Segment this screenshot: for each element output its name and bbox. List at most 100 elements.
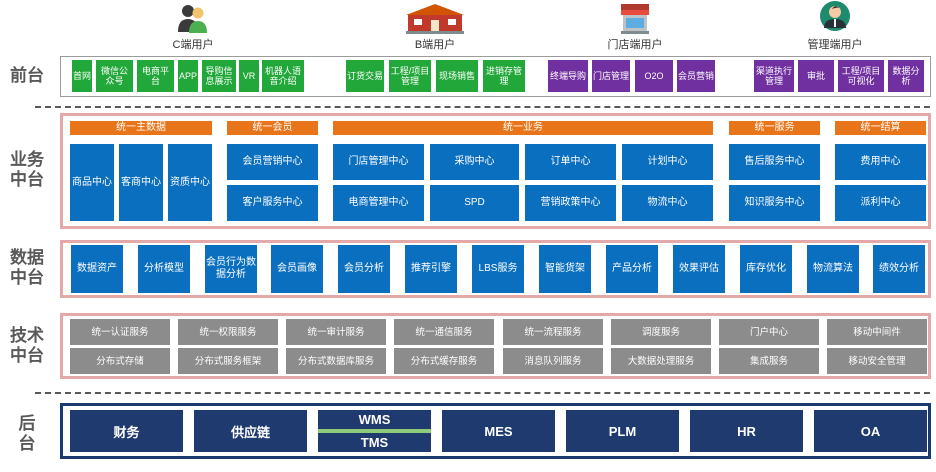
biz-card[interactable]: 采购中心 xyxy=(430,144,519,180)
wms-tms-block[interactable]: WMS TMS xyxy=(318,410,431,452)
people-icon xyxy=(178,5,207,33)
user-c: C端用户 xyxy=(158,2,228,52)
tech-card[interactable]: 统一通信服务 xyxy=(394,319,494,345)
data-card[interactable]: 效果评估 xyxy=(673,245,725,293)
tech-card[interactable]: 移动安全管理 xyxy=(827,348,927,374)
layer-label-data-text: 数据中台 xyxy=(10,248,44,287)
header-member: 统一会员 xyxy=(227,121,318,135)
backend-system[interactable]: HR xyxy=(690,410,803,452)
layer-label-back: 后台 xyxy=(4,414,50,454)
user-b-label: B端用户 xyxy=(414,39,456,51)
backend-system[interactable]: 财务 xyxy=(70,410,183,452)
biz-card[interactable]: 营销政策中心 xyxy=(525,185,616,221)
tech-card[interactable]: 分布式存储 xyxy=(70,348,170,374)
backend-system[interactable]: PLM xyxy=(566,410,679,452)
biz-card[interactable]: 费用中心 xyxy=(835,144,926,180)
data-card[interactable]: 推荐引擎 xyxy=(405,245,457,293)
front-item[interactable]: 工程/项目管理 xyxy=(389,60,431,92)
front-item[interactable]: 会员营销 xyxy=(677,60,715,92)
divider-bottom xyxy=(35,392,930,394)
data-card[interactable]: 会员行为数据分析 xyxy=(205,245,257,293)
layer-label-business-text: 业务中台 xyxy=(10,150,44,189)
biz-card[interactable]: 知识服务中心 xyxy=(729,185,820,221)
biz-card[interactable]: 客商中心 xyxy=(119,144,163,221)
front-item[interactable]: 门店管理 xyxy=(592,60,630,92)
layer-label-business: 业务中台 xyxy=(4,150,50,190)
front-item[interactable]: 进销存管理 xyxy=(483,60,525,92)
tech-card[interactable]: 调度服务 xyxy=(611,319,711,345)
tech-card[interactable]: 移动中间件 xyxy=(827,319,927,345)
manager-icon xyxy=(820,1,850,31)
biz-card[interactable]: 资质中心 xyxy=(168,144,212,221)
data-card[interactable]: 物流算法 xyxy=(807,245,859,293)
header-service: 统一服务 xyxy=(729,121,820,135)
biz-card[interactable]: 售后服务中心 xyxy=(729,144,820,180)
front-item[interactable]: 微信公众号 xyxy=(96,60,133,92)
tech-card[interactable]: 分布式数据库服务 xyxy=(286,348,386,374)
front-item[interactable]: APP xyxy=(178,60,198,92)
store-building-icon xyxy=(406,4,464,34)
tech-card[interactable]: 统一权限服务 xyxy=(178,319,278,345)
backend-system[interactable]: 供应链 xyxy=(194,410,307,452)
front-item[interactable]: VR xyxy=(239,60,259,92)
biz-card[interactable]: 会员营销中心 xyxy=(227,144,318,180)
user-admin: 管理端用户 xyxy=(800,0,870,52)
front-item[interactable]: 电商平台 xyxy=(137,60,174,92)
data-card[interactable]: 智能货架 xyxy=(539,245,591,293)
front-item[interactable]: 工程/项目可视化 xyxy=(838,60,884,92)
data-card[interactable]: 分析模型 xyxy=(138,245,190,293)
tech-card[interactable]: 大数据处理服务 xyxy=(611,348,711,374)
front-item[interactable]: 首网 xyxy=(72,60,92,92)
data-card[interactable]: 绩效分析 xyxy=(873,245,925,293)
data-card[interactable]: 产品分析 xyxy=(606,245,658,293)
front-item[interactable]: O2O xyxy=(635,60,673,92)
tech-card[interactable]: 门户中心 xyxy=(719,319,819,345)
header-master-data: 统一主数据 xyxy=(70,121,212,135)
biz-card[interactable]: 商品中心 xyxy=(70,144,114,221)
biz-card[interactable]: SPD xyxy=(430,185,519,221)
data-card[interactable]: 库存优化 xyxy=(740,245,792,293)
biz-card[interactable]: 客户服务中心 xyxy=(227,185,318,221)
tech-card[interactable]: 消息队列服务 xyxy=(503,348,603,374)
tms-label: TMS xyxy=(360,435,389,450)
layer-label-tech: 技术中台 xyxy=(4,326,50,366)
front-item[interactable]: 数据分析 xyxy=(888,60,924,92)
biz-card[interactable]: 物流中心 xyxy=(622,185,713,221)
tech-card[interactable]: 分布式缓存服务 xyxy=(394,348,494,374)
user-c-label: C端用户 xyxy=(172,39,214,51)
tech-card[interactable]: 集成服务 xyxy=(719,348,819,374)
layer-label-front: 前台 xyxy=(10,66,44,85)
header-settlement: 统一结算 xyxy=(835,121,926,135)
front-item[interactable]: 审批 xyxy=(798,60,834,92)
front-item[interactable]: 终端导购 xyxy=(548,60,588,92)
data-card[interactable]: 会员画像 xyxy=(271,245,323,293)
data-card[interactable]: LBS服务 xyxy=(472,245,524,293)
biz-card[interactable]: 门店管理中心 xyxy=(333,144,424,180)
front-item[interactable]: 渠道执行管理 xyxy=(754,60,794,92)
backend-system[interactable]: MES xyxy=(442,410,555,452)
divider-top xyxy=(35,106,930,108)
tech-card[interactable]: 统一审计服务 xyxy=(286,319,386,345)
biz-card[interactable]: 派利中心 xyxy=(835,185,926,221)
wms-label: WMS xyxy=(358,412,391,427)
biz-card[interactable]: 订单中心 xyxy=(525,144,616,180)
user-store: 门店端用户 xyxy=(600,0,670,52)
front-item[interactable]: 机器人语音介绍 xyxy=(262,60,304,92)
user-admin-label: 管理端用户 xyxy=(807,39,863,51)
data-card[interactable]: 会员分析 xyxy=(338,245,390,293)
biz-card[interactable]: 电商管理中心 xyxy=(333,185,424,221)
user-store-label: 门店端用户 xyxy=(607,39,663,51)
user-b: B端用户 xyxy=(400,2,470,52)
layer-label-tech-text: 技术中台 xyxy=(10,326,44,365)
front-item[interactable]: 现场销售 xyxy=(436,60,478,92)
header-business: 统一业务 xyxy=(333,121,713,135)
front-item[interactable]: 订货交易 xyxy=(346,60,384,92)
biz-card[interactable]: 计划中心 xyxy=(622,144,713,180)
front-item[interactable]: 导购信息展示 xyxy=(202,60,236,92)
data-card[interactable]: 数据资产 xyxy=(71,245,123,293)
tech-card[interactable]: 分布式服务框架 xyxy=(178,348,278,374)
tech-card[interactable]: 统一流程服务 xyxy=(503,319,603,345)
layer-label-data: 数据中台 xyxy=(4,248,50,288)
tech-card[interactable]: 统一认证服务 xyxy=(70,319,170,345)
backend-system[interactable]: OA xyxy=(814,410,927,452)
